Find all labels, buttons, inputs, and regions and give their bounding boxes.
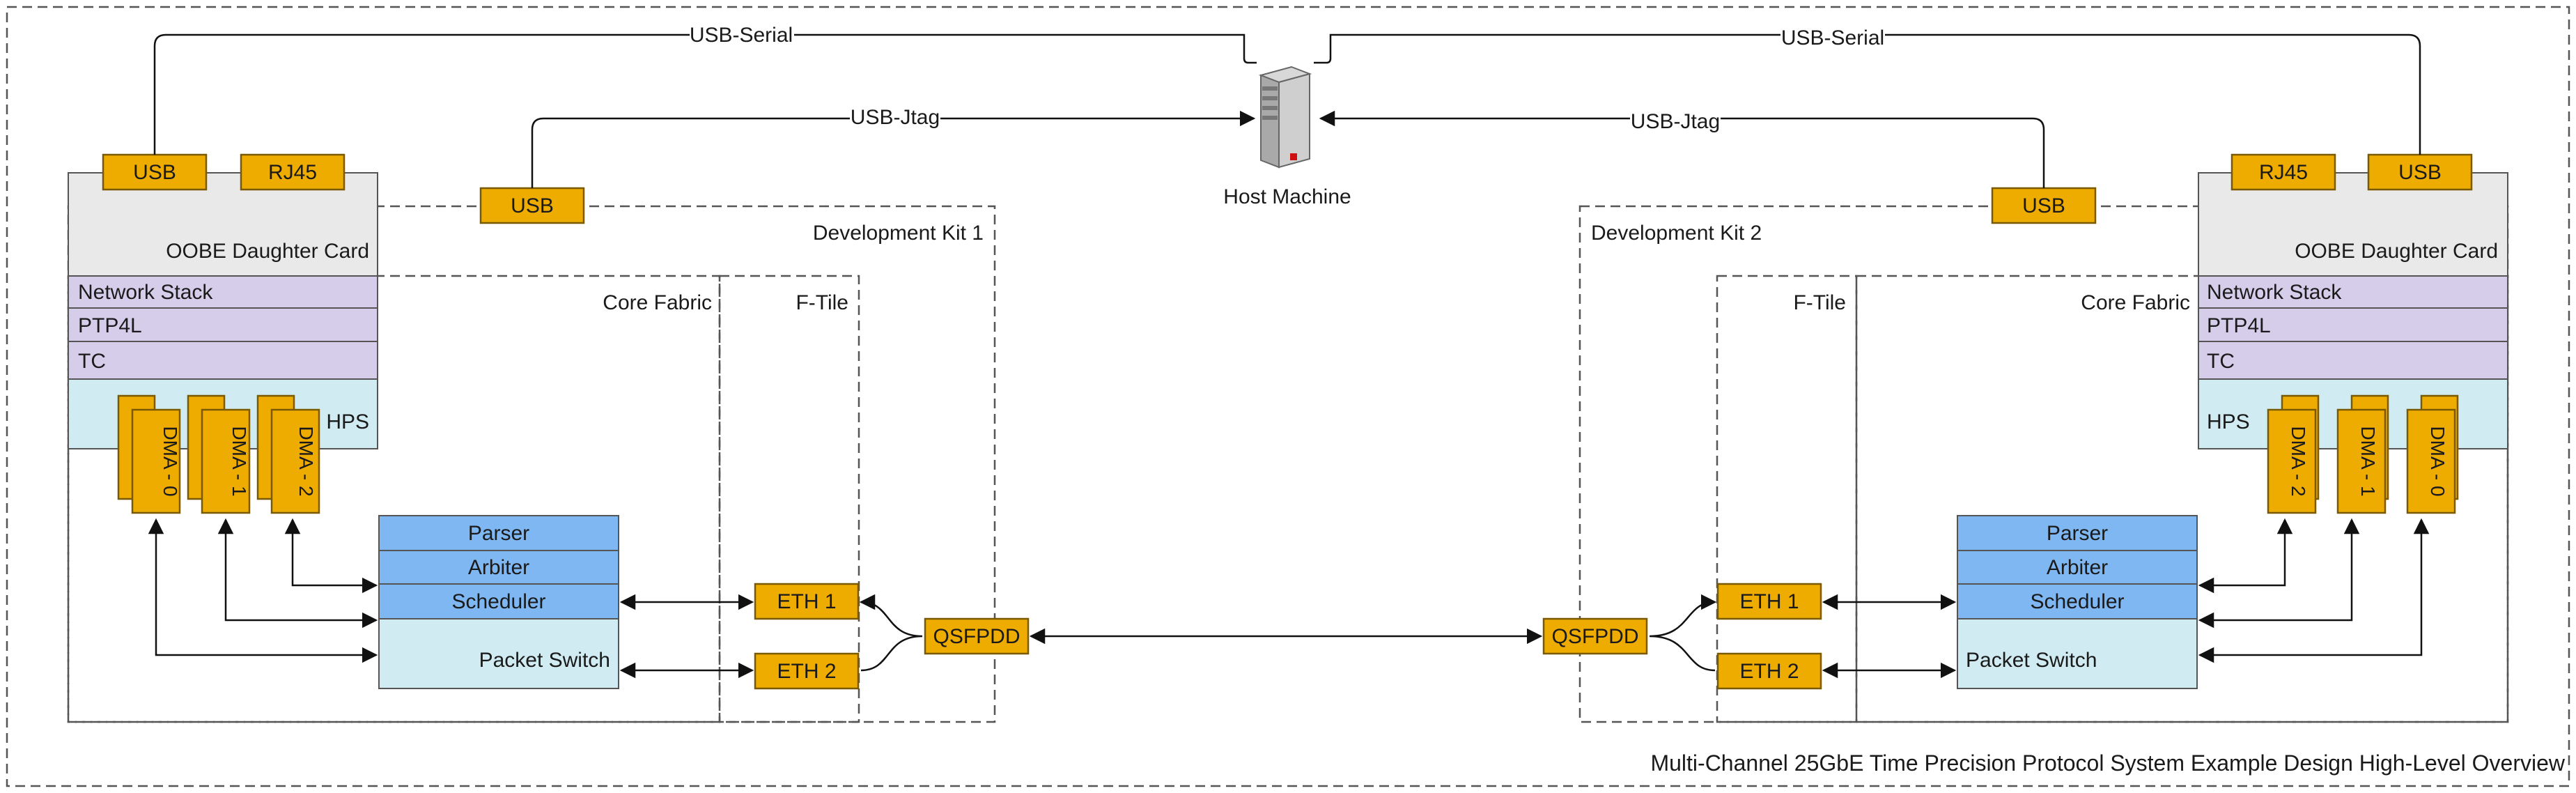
dma-2-kit1: DMA - 2 xyxy=(256,394,320,514)
rj45-port-1-label: RJ45 xyxy=(268,161,317,184)
core-fabric-1-frame xyxy=(67,275,721,723)
dma-0-kit2: DMA - 0 xyxy=(2406,394,2459,514)
eth-qsfpdd-bracket-1 xyxy=(861,602,923,672)
rj45-port-2 xyxy=(2230,153,2336,191)
host-machine-label: Host Machine xyxy=(1223,185,1351,208)
eth2-kit1-label: ETH 2 xyxy=(777,660,836,683)
qsfpdd-kit1-label: QSFPDD xyxy=(933,625,1020,648)
usb-serial-label-left: USB-Serial xyxy=(690,24,793,47)
dma-2-kit2: DMA - 2 xyxy=(2267,394,2320,514)
usb-port-side-1 xyxy=(479,187,585,224)
usb-serial-wire-left xyxy=(153,33,1257,155)
dma1-to-switch-wire-2 xyxy=(2198,518,2360,629)
diagram-caption: Multi-Channel 25GbE Time Precision Proto… xyxy=(1650,750,2565,776)
core-fabric-1-label: Core Fabric xyxy=(603,291,712,314)
eth2-kit2-label: ETH 2 xyxy=(1739,660,1799,683)
eth1-kit1-label: ETH 1 xyxy=(777,590,836,613)
packet-switch-1-label: Packet Switch xyxy=(479,649,610,672)
host-machine: Host Machine xyxy=(1223,66,1351,208)
eth2-kit1 xyxy=(754,652,860,690)
usb-jtag-wire-right xyxy=(1319,110,2045,188)
dma1-to-switch-wire xyxy=(217,518,378,629)
ftile-1-frame xyxy=(718,275,860,723)
usb-port-top-1 xyxy=(102,153,208,191)
usb-jtag-label-left: USB-Jtag xyxy=(851,106,940,129)
packet-switch-2 xyxy=(1957,618,2198,689)
network-stack-2-label: Network Stack xyxy=(2207,281,2342,304)
dev-kit-2: Development Kit 2 F-Tile Core Fabric OOB… xyxy=(1542,153,2509,723)
usb-port-top-1-label: USB xyxy=(133,161,176,184)
hps-2-label: HPS xyxy=(2207,410,2250,433)
parser-1-label: Parser xyxy=(468,522,529,545)
packet-switch-2-label: Packet Switch xyxy=(1966,649,2097,672)
usb-port-top-2 xyxy=(2367,153,2473,191)
scheduler-2-label: Scheduler xyxy=(2030,590,2124,613)
dev-kit-1: Development Kit 1 Core Fabric F-Tile OOB… xyxy=(67,153,1030,723)
usb-port-side-2-label: USB xyxy=(2022,194,2065,217)
qsfpdd-kit2-label: QSFPDD xyxy=(1551,625,1638,648)
ftile-1-label: F-Tile xyxy=(796,291,848,314)
usb-port-side-1-label: USB xyxy=(511,194,554,217)
scheduler-1-label: Scheduler xyxy=(451,590,545,613)
core-fabric-2-frame xyxy=(1855,275,2509,723)
arbiter-1 xyxy=(378,550,619,585)
dma2-to-switch-wire-2 xyxy=(2198,518,2293,594)
ptp4l-2-label: PTP4L xyxy=(2207,314,2271,337)
rj45-port-2-label: RJ45 xyxy=(2259,161,2308,184)
qsfpdd-kit2 xyxy=(1542,617,1648,655)
parser-2 xyxy=(1957,515,2198,551)
tc-1-label: TC xyxy=(78,350,106,373)
usb-serial-label-right: USB-Serial xyxy=(1781,26,1884,49)
dma-1-kit2: DMA - 1 xyxy=(2336,394,2389,514)
ptp4l-1 xyxy=(68,307,378,342)
qsfpdd-kit1 xyxy=(924,617,1030,655)
tc-1 xyxy=(68,341,378,380)
usb-port-top-2-label: USB xyxy=(2398,161,2442,184)
dma0-to-switch-wire-2 xyxy=(2198,518,2430,663)
svg-text:DMA - 0: DMA - 0 xyxy=(2427,426,2449,496)
usb-jtag-label-right: USB-Jtag xyxy=(1631,110,1720,133)
eth2-kit2 xyxy=(1716,652,1822,690)
usb-jtag-wire-left xyxy=(531,110,1256,188)
arbiter-2-label: Arbiter xyxy=(2047,556,2108,579)
core-fabric-2-label: Core Fabric xyxy=(2081,291,2190,314)
usb-serial-wire-right xyxy=(1314,33,2421,155)
hps-1-label: HPS xyxy=(326,410,369,433)
rj45-port-1 xyxy=(240,153,346,191)
packet-switch-1 xyxy=(378,618,619,689)
dma0-to-switch-wire xyxy=(148,518,378,663)
tc-2 xyxy=(2198,341,2508,380)
tc-2-label: TC xyxy=(2207,350,2235,373)
network-stack-1-label: Network Stack xyxy=(78,281,213,304)
arbiter-1-label: Arbiter xyxy=(468,556,529,579)
dma-0-kit1: DMA - 0 xyxy=(117,394,181,514)
dma-1-kit1: DMA - 1 xyxy=(187,394,251,514)
ftile-2-label: F-Tile xyxy=(1793,291,1846,314)
svg-text:DMA - 2: DMA - 2 xyxy=(2288,426,2309,496)
dma2-to-switch-wire xyxy=(284,518,378,594)
dev-kit-2-title: Development Kit 2 xyxy=(1591,222,1762,245)
parser-2-label: Parser xyxy=(2047,522,2108,545)
svg-text:DMA - 0: DMA - 0 xyxy=(160,426,181,496)
ptp4l-1-label: PTP4L xyxy=(78,314,142,337)
svg-text:DMA - 1: DMA - 1 xyxy=(228,426,250,496)
outer-frame xyxy=(6,6,2570,787)
eth-qsfpdd-bracket-2 xyxy=(1649,602,1715,672)
server-icon xyxy=(1258,66,1312,169)
oobe-card-2-label: OOBE Daughter Card xyxy=(2295,240,2498,263)
scheduler-1 xyxy=(378,583,619,619)
oobe-card-1-label: OOBE Daughter Card xyxy=(166,240,369,263)
svg-text:DMA - 2: DMA - 2 xyxy=(295,426,317,496)
eth1-kit1 xyxy=(754,583,860,620)
eth1-kit2-label: ETH 1 xyxy=(1739,590,1799,613)
svg-text:DMA - 1: DMA - 1 xyxy=(2357,426,2379,496)
dev-kit-1-title: Development Kit 1 xyxy=(813,222,984,245)
